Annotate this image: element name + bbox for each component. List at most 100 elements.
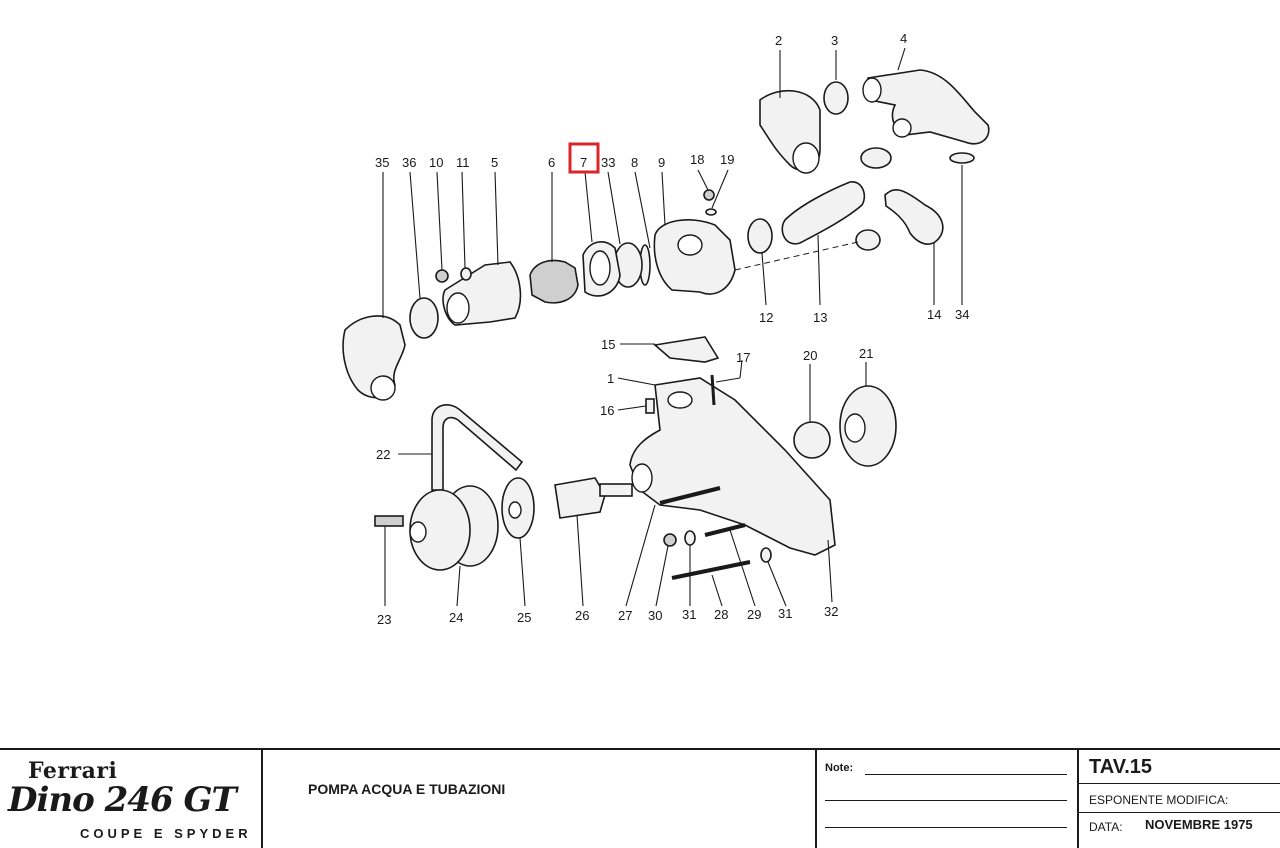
label-part-26: 26	[575, 608, 589, 623]
part-1-bore	[631, 463, 653, 493]
label-part-33: 33	[601, 155, 615, 170]
label-part-2: 2	[775, 33, 782, 48]
part-9-opening	[677, 234, 703, 256]
part-26-shaft	[599, 483, 633, 497]
label-part-14: 14	[927, 307, 941, 322]
notes-line-3	[825, 827, 1067, 828]
table-info-cell: TAV.15 ESPONENTE MODIFICA: DATA: NOVEMBR…	[1079, 750, 1280, 848]
label-part-23: 23	[377, 612, 391, 627]
label-part-17: 17	[736, 350, 750, 365]
label-part-12: 12	[759, 310, 773, 325]
revision-label: ESPONENTE MODIFICA:	[1089, 793, 1229, 807]
variant-label: COUPE E SPYDER	[80, 826, 252, 841]
label-part-25: 25	[517, 610, 531, 625]
part-labels: 2 3 4 35 36 10 11 5 6 7 33 8 9 18 19 12 …	[375, 31, 969, 627]
label-part-8: 8	[631, 155, 638, 170]
part-13-hose	[781, 181, 866, 245]
label-part-11: 11	[456, 155, 470, 170]
part-31-washer-b	[760, 547, 772, 563]
part-23-bolt	[374, 515, 404, 527]
notes-line-2	[825, 800, 1067, 801]
label-part-20: 20	[803, 348, 817, 363]
part-26-bearing	[554, 477, 606, 519]
part-24-hub	[409, 521, 427, 543]
part-27-bolt	[659, 486, 721, 505]
part-12-clamp	[747, 218, 773, 254]
part-30-nut	[663, 533, 677, 547]
notes-line-1	[865, 774, 1067, 775]
part-25-hub	[508, 501, 522, 519]
divider	[1079, 812, 1280, 813]
label-part-16: 16	[600, 403, 614, 418]
part-2-hose-end	[792, 142, 820, 174]
label-part-22: 22	[376, 447, 390, 462]
part-14-hose	[884, 189, 944, 245]
label-part-10: 10	[429, 155, 443, 170]
label-part-5: 5	[491, 155, 498, 170]
clamp-lower	[855, 229, 881, 251]
part-18-nut	[703, 189, 715, 201]
description-cell: POMPA ACQUA E TUBAZIONI	[263, 750, 817, 848]
highlight-box-part-7	[568, 142, 600, 174]
part-20-bushing	[793, 421, 831, 459]
part-5-opening	[446, 292, 470, 324]
label-part-4: 4	[900, 31, 907, 46]
label-part-9: 9	[658, 155, 665, 170]
date-label: DATA:	[1089, 820, 1123, 834]
part-11-washer	[460, 267, 472, 281]
date-value: NOVEMBRE 1975	[1145, 817, 1253, 832]
part-17-stud	[710, 374, 716, 406]
label-part-7: 7	[580, 155, 587, 170]
part-1-port	[667, 391, 693, 409]
title-block: Ferrari Dino 246 GT COUPE E SPYDER POMPA…	[0, 748, 1280, 848]
part-22-belt	[431, 404, 524, 491]
exploded-parts-diagram: 2 3 4 35 36 10 11 5 6 7 33 8 9 18 19 12 …	[342, 31, 990, 627]
label-part-36: 36	[402, 155, 416, 170]
part-16-plug	[645, 398, 655, 414]
part-36-clamp	[409, 297, 439, 339]
part-19-washer	[705, 208, 717, 216]
part-4-port-b	[892, 118, 912, 138]
label-part-31a: 31	[682, 607, 696, 622]
label-part-1: 1	[607, 371, 614, 386]
part-9-thermostat-housing	[653, 219, 736, 295]
part-34-seal	[949, 152, 975, 164]
part-28-bolt	[671, 560, 751, 580]
model-logo: Dino 246 GT	[8, 780, 237, 820]
notes-label: Note:	[825, 762, 854, 774]
part-15-gasket	[653, 336, 720, 363]
part-6-thermostat	[529, 259, 579, 304]
leader-lines	[382, 47, 963, 607]
part-29-bolt	[704, 523, 746, 537]
label-part-32: 32	[824, 604, 838, 619]
drawing-description: POMPA ACQUA E TUBAZIONI	[308, 781, 506, 797]
label-part-35: 35	[375, 155, 389, 170]
part-21-impeller	[839, 385, 897, 467]
label-part-24: 24	[449, 610, 463, 625]
assembly-axis	[734, 241, 859, 271]
label-part-27: 27	[618, 608, 632, 623]
part-35-hose-end	[370, 375, 396, 401]
label-part-13: 13	[813, 310, 827, 325]
part-4-port-a	[862, 77, 882, 103]
label-part-18: 18	[690, 152, 704, 167]
part-7-gasket-hole	[589, 250, 611, 286]
label-part-29: 29	[747, 607, 761, 622]
label-part-28: 28	[714, 607, 728, 622]
part-3-clamp	[823, 81, 849, 115]
notes-cell: Note:	[817, 750, 1079, 848]
part-31-washer-a	[684, 530, 696, 546]
label-part-34: 34	[955, 307, 969, 322]
divider	[1079, 783, 1280, 784]
label-part-30: 30	[648, 608, 662, 623]
table-number: TAV.15	[1089, 756, 1152, 778]
logo-cell: Ferrari Dino 246 GT COUPE E SPYDER	[0, 750, 263, 848]
label-part-19: 19	[720, 152, 734, 167]
label-part-31b: 31	[778, 606, 792, 621]
label-part-21: 21	[859, 346, 873, 361]
part-10-nut	[435, 269, 449, 283]
part-4-outlet-elbow	[867, 69, 990, 145]
label-part-6: 6	[548, 155, 555, 170]
label-part-3: 3	[831, 33, 838, 48]
clamp-upper	[860, 147, 892, 169]
